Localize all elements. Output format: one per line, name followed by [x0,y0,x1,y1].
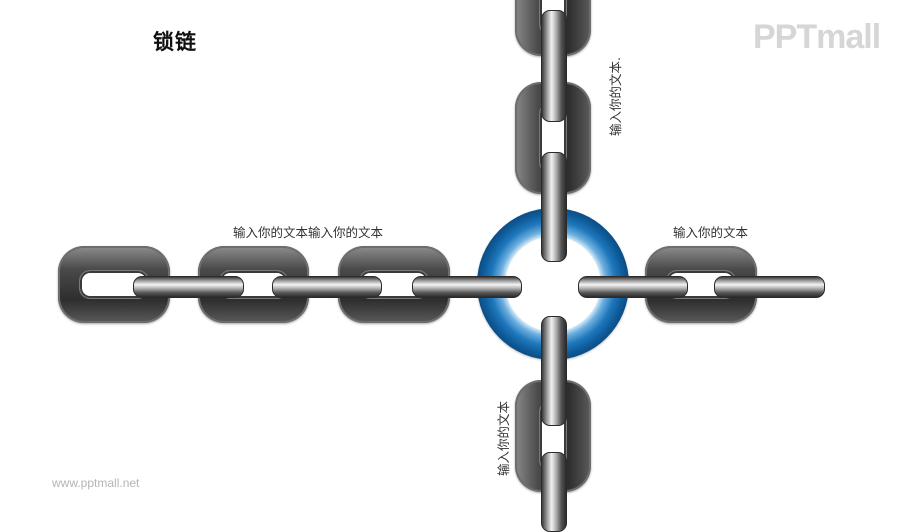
footer-url: www.pptmall.net [52,476,140,490]
chain-bar-right-2 [714,276,825,298]
chain-bar-bottom-2 [541,452,567,532]
chain-bar-left-2 [272,276,382,298]
chain-bar-right-1 [578,276,688,298]
slide-title: 锁链 [153,30,197,54]
text-placeholder-right[interactable]: 输入你的文本 [673,225,749,240]
chain-bar-top-1 [541,10,567,122]
chain-bar-top-2 [541,152,567,262]
text-placeholder-top[interactable]: 输入你的文本. [608,57,623,136]
chain-bar-left-3 [412,276,522,298]
chain-bar-bottom-1 [541,316,567,426]
text-placeholder-bottom[interactable]: 输入你的文本 [496,400,511,476]
pptmall-logo: PPTmall [753,18,881,56]
chain-bar-left-1 [133,276,244,298]
text-placeholder-left[interactable]: 输入你的文本输入你的文本 [233,225,384,240]
